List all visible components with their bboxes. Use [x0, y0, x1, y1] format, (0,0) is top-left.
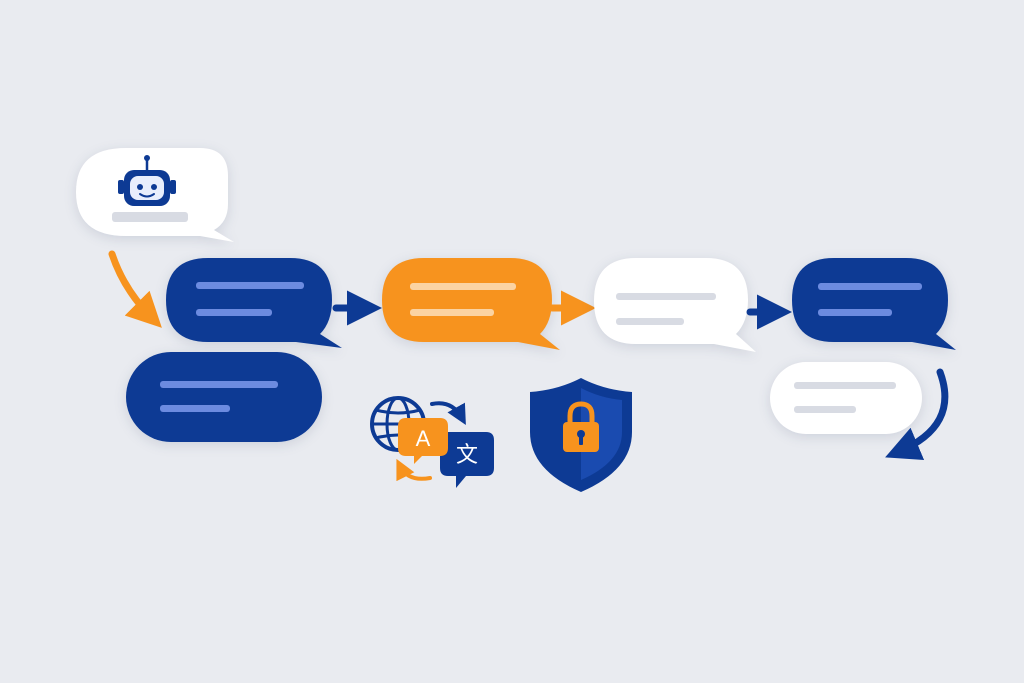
message-3-bubble	[594, 258, 756, 352]
text-placeholder	[818, 283, 922, 290]
message-4-bubble	[792, 258, 956, 350]
text-placeholder	[818, 309, 892, 316]
padlock-icon	[563, 401, 599, 452]
text-placeholder	[794, 406, 856, 413]
text-placeholder	[410, 309, 494, 316]
bot-start-bubble	[76, 148, 234, 242]
message-4-reply-card	[770, 362, 922, 434]
curved-arrow-icon	[430, 401, 466, 425]
curved-arrow-icon	[108, 250, 162, 328]
text-placeholder	[616, 318, 684, 325]
target-language-bubble: 文	[440, 432, 494, 488]
source-glyph: A	[416, 426, 431, 451]
text-placeholder	[196, 309, 272, 316]
message-1-reply-card	[126, 352, 322, 442]
curved-arrow-icon	[885, 368, 949, 461]
text-placeholder	[160, 381, 278, 388]
target-glyph: 文	[456, 443, 478, 468]
text-placeholder	[112, 212, 188, 222]
text-placeholder	[616, 293, 716, 300]
text-placeholder	[794, 382, 896, 389]
curved-arrow-icon	[396, 458, 432, 482]
translation-icon: 文 A	[370, 396, 494, 488]
robot-icon	[118, 155, 176, 206]
text-placeholder	[160, 405, 230, 412]
shield-lock-icon	[530, 378, 632, 492]
text-placeholder	[196, 282, 304, 289]
source-language-bubble: A	[398, 418, 448, 464]
message-2-bubble	[382, 258, 560, 350]
text-placeholder	[410, 283, 516, 290]
message-1-bubble	[166, 258, 342, 348]
